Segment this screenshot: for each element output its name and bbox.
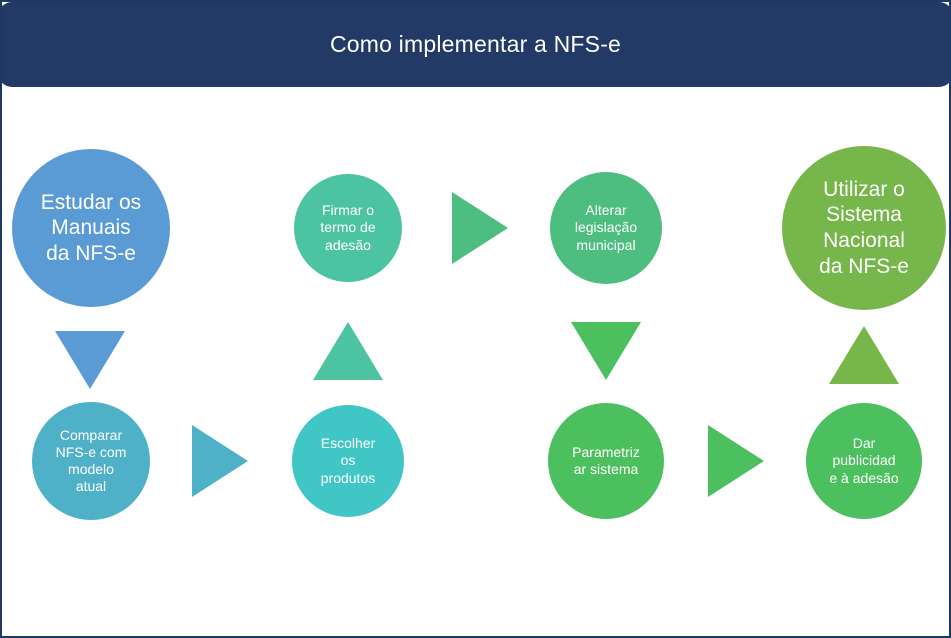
process-node-estudar-manuais[interactable]: Estudar os Manuais da NFS-e — [12, 149, 170, 307]
page-title: Como implementar a NFS-e — [329, 31, 622, 57]
process-node-label: Dar publicidad e à adesão — [829, 435, 899, 486]
flow-arrow-right-icon — [192, 425, 248, 497]
flow-arrow-down-icon — [571, 322, 641, 380]
header-bar: Como implementar a NFS-e — [2, 2, 949, 87]
process-node-label: Alterar legislação municipal — [574, 202, 638, 253]
process-node-comparar-modelo[interactable]: Comparar NFS-e com modelo atual — [32, 402, 150, 520]
flow-arrow-right-icon — [452, 192, 508, 264]
flow-arrow-down-icon — [55, 331, 125, 389]
process-node-label: Firmar o termo de adesão — [320, 202, 376, 253]
process-node-alterar-legislacao[interactable]: Alterar legislação municipal — [550, 172, 662, 284]
process-node-parametrizar-sistema[interactable]: Parametriz ar sistema — [548, 403, 664, 519]
process-node-label: Comparar NFS-e com modelo atual — [55, 426, 127, 495]
flow-arrow-up-icon — [313, 322, 383, 380]
flow-arrow-right-icon — [708, 425, 764, 497]
process-node-firmar-termo[interactable]: Firmar o termo de adesão — [294, 174, 402, 282]
process-node-label: Utilizar o Sistema Nacional da NFS-e — [819, 177, 909, 278]
process-node-label: Estudar os Manuais da NFS-e — [40, 190, 142, 265]
process-node-dar-publicidade[interactable]: Dar publicidad e à adesão — [806, 403, 922, 519]
process-node-escolher-produtos[interactable]: Escolher os produtos — [292, 405, 404, 517]
process-node-label: Parametriz ar sistema — [572, 443, 640, 477]
process-node-utilizar-sistema[interactable]: Utilizar o Sistema Nacional da NFS-e — [782, 146, 946, 310]
flow-arrow-up-icon — [829, 326, 899, 384]
process-node-label: Escolher os produtos — [320, 435, 376, 486]
